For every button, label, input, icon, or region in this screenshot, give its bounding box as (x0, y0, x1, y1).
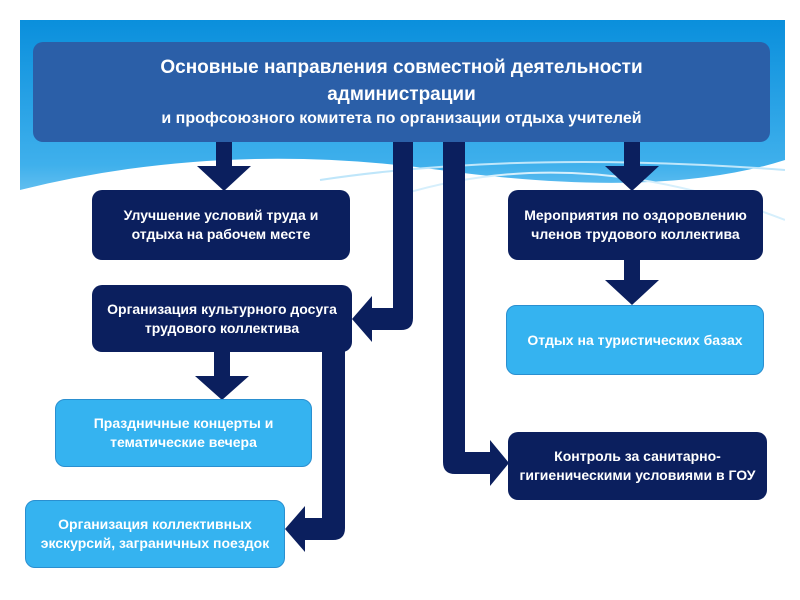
arrow-head (605, 280, 659, 305)
box-tourist-bases: Отдых на туристических базах (506, 305, 764, 375)
arrow-shaft (624, 258, 640, 282)
box-cultural-leisure: Организация культурного досуга трудового… (92, 285, 352, 352)
arrow-head (285, 506, 305, 552)
arrow-shaft (305, 350, 345, 540)
arrow-shaft (443, 140, 490, 474)
title-line-2: администрации (327, 84, 476, 105)
arrow-shaft (216, 140, 232, 168)
arrow-head (490, 440, 509, 486)
arrow-shaft (372, 140, 413, 330)
arrow-head (195, 376, 249, 400)
box-concerts: Праздничные концерты и тематические вече… (55, 399, 312, 467)
main-title-box: Основные направления совместной деятельн… (33, 42, 770, 142)
box-health-measures: Мероприятия по оздоровлению членов трудо… (508, 190, 763, 260)
arrow-head (605, 166, 659, 191)
arrow-head (352, 296, 372, 342)
title-line-3: и профсоюзного комитета по организации о… (161, 110, 642, 127)
arrow-shaft (624, 140, 640, 168)
arrow-shaft (214, 350, 230, 378)
title-line-1: Основные направления совместной деятельн… (160, 57, 643, 78)
box-sanitary-control: Контроль за санитарно-гигиеническими усл… (508, 432, 767, 500)
box-working-conditions: Улучшение условий труда и отдыха на рабо… (92, 190, 350, 260)
arrow-head (197, 166, 251, 191)
box-excursions: Организация коллективных экскурсий, загр… (25, 500, 285, 568)
